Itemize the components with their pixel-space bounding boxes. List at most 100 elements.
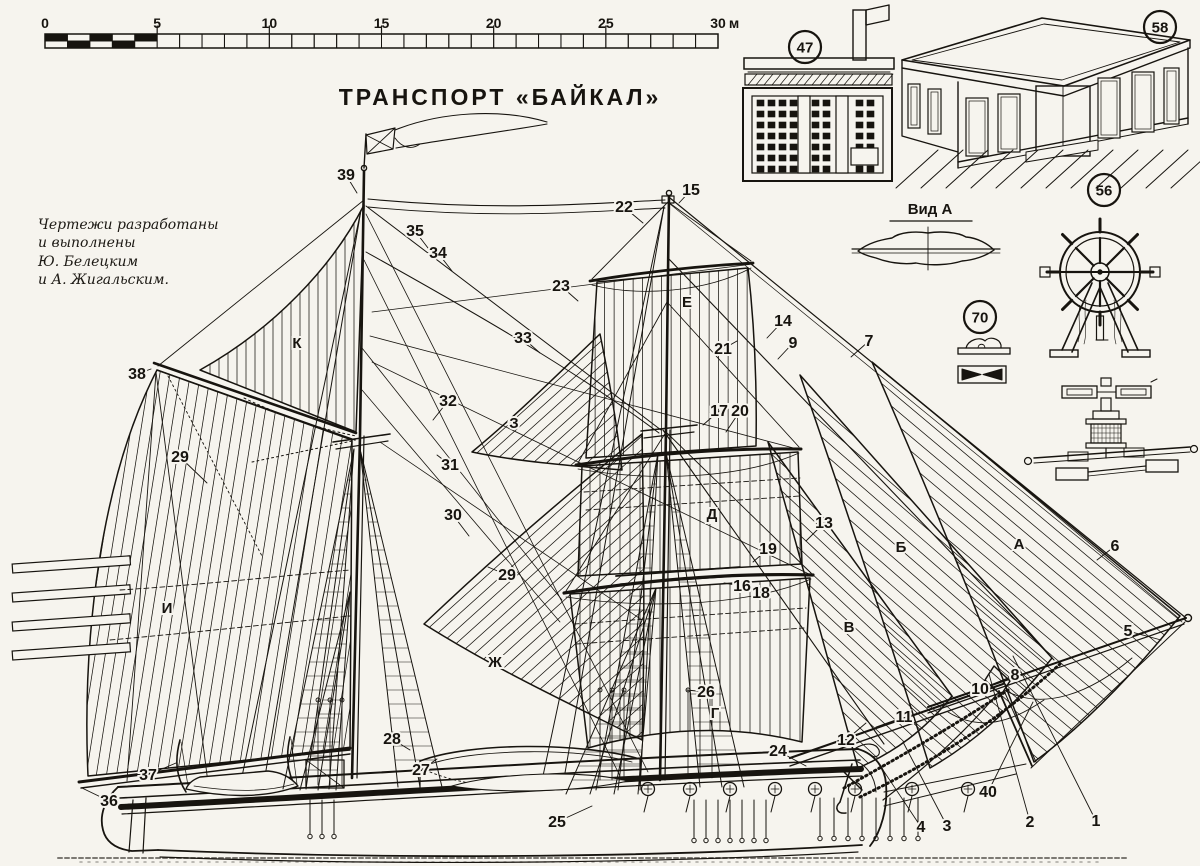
part-number-17: 17 [710,403,728,420]
leader-line [432,400,449,421]
cleat-side-view [957,347,1011,355]
deadeye [904,781,920,797]
detail-47-grating [742,4,895,182]
leader-line [678,189,692,204]
part-number-18: 18 [752,585,770,602]
detail-callout-number: 56 [1096,183,1113,200]
leader-line [136,368,152,375]
part-number-5: 5 [1124,623,1133,640]
detail-callout-number: 47 [797,40,814,57]
deadeye [847,781,863,797]
part-number-38: 38 [128,366,146,383]
part-number-28: 28 [383,731,401,748]
credits-line: Чертежи разработаны [38,217,219,233]
sail-outline-G [569,577,811,749]
page-title: ТРАНСПОРТ «БАЙКАЛ» [338,84,662,110]
scale-tick-label: 20 [486,15,502,31]
reef-band [11,584,132,603]
leader-line [147,762,177,776]
sail-letter-К: К [292,335,302,352]
view-a-outline [857,231,995,266]
stove-pipe [852,9,867,61]
detail-58-deckhouse [895,17,1200,189]
leader-line [992,674,1016,685]
credits-line: Ю. Белецким [38,253,139,270]
detail-callout-circle [962,299,998,335]
part-number-35: 35 [406,223,424,240]
grating-top-view [742,87,893,182]
leader-line [878,763,922,828]
leader-line [723,582,743,587]
sail-letter-Е: Е [682,294,692,311]
part-number-14: 14 [774,313,792,330]
part-number-19: 19 [759,541,777,558]
deckhouse-window [1131,71,1155,133]
deckhouse-window [1163,67,1180,125]
leader-line [1012,655,1097,822]
part-number-32: 32 [439,393,457,410]
deadeye [722,781,738,797]
part-number-34: 34 [429,245,447,262]
leader-line [805,522,825,542]
boat-cover [451,773,629,792]
sail-letter-Д: Д [707,506,718,523]
credits-block: Чертежи разработаны и выполнены Ю. Белец… [38,216,258,290]
sail-hatch-I [86,370,352,776]
leader-line [902,741,948,827]
sail-outline-Z3 [471,333,623,471]
leader-line [766,320,784,339]
part-number-40: 40 [979,784,997,801]
leader-line [987,701,1034,793]
leader-line [437,252,453,272]
leader-line [702,410,720,426]
part-number-26: 26 [697,684,715,701]
part-number-13: 13 [815,515,833,532]
view-a-drawing [851,220,1001,271]
part-number-15: 15 [682,182,700,199]
leader-line [414,230,429,249]
part-number-9: 9 [789,335,798,352]
part-number-25: 25 [548,814,566,831]
part-number-23: 23 [552,278,570,295]
leader-line [777,750,807,767]
detail-70-cleats [957,337,1011,384]
sail-letter-А: А [1014,536,1025,553]
sail-letter-В: В [844,619,855,636]
leader-line [420,758,438,771]
deckhouse-window [1097,77,1121,139]
leader-line [1096,545,1116,561]
deadeye [640,781,656,797]
reef-band [11,555,132,574]
leader-line [850,340,870,358]
part-number-11: 11 [896,709,913,726]
leader-line [487,566,508,576]
leader-line [345,174,358,194]
leader-line [725,410,741,433]
part-number-29: 29 [498,567,516,584]
part-number-8: 8 [1011,667,1020,684]
credits-line: и А. Жигальским. [38,272,169,289]
scale-tick-label: 30 [710,15,726,31]
leader-line [1127,630,1162,641]
leader-line [436,454,451,466]
part-number-6: 6 [1111,538,1120,555]
sail-hatch-V [768,442,952,768]
scale-tick-label: 25 [598,15,614,31]
part-number-21: 21 [714,341,732,358]
leader-line [777,342,794,360]
leader-line [845,722,867,741]
sail-outline-I [86,369,353,777]
sail-hatch-Zh [424,434,644,740]
leader-line [875,716,905,728]
leader-line [560,285,579,302]
deadeye [682,781,698,797]
scale-tick-label: 10 [262,15,278,31]
view-a-label: Вид А [908,201,953,218]
part-number-37: 37 [139,767,157,784]
detail-callout-circle [1142,9,1178,45]
detail-callout-number: 58 [1152,20,1169,37]
scale-tick-label: 0 [41,15,49,31]
part-number-1: 1 [1092,813,1101,830]
reef-band [11,642,132,661]
